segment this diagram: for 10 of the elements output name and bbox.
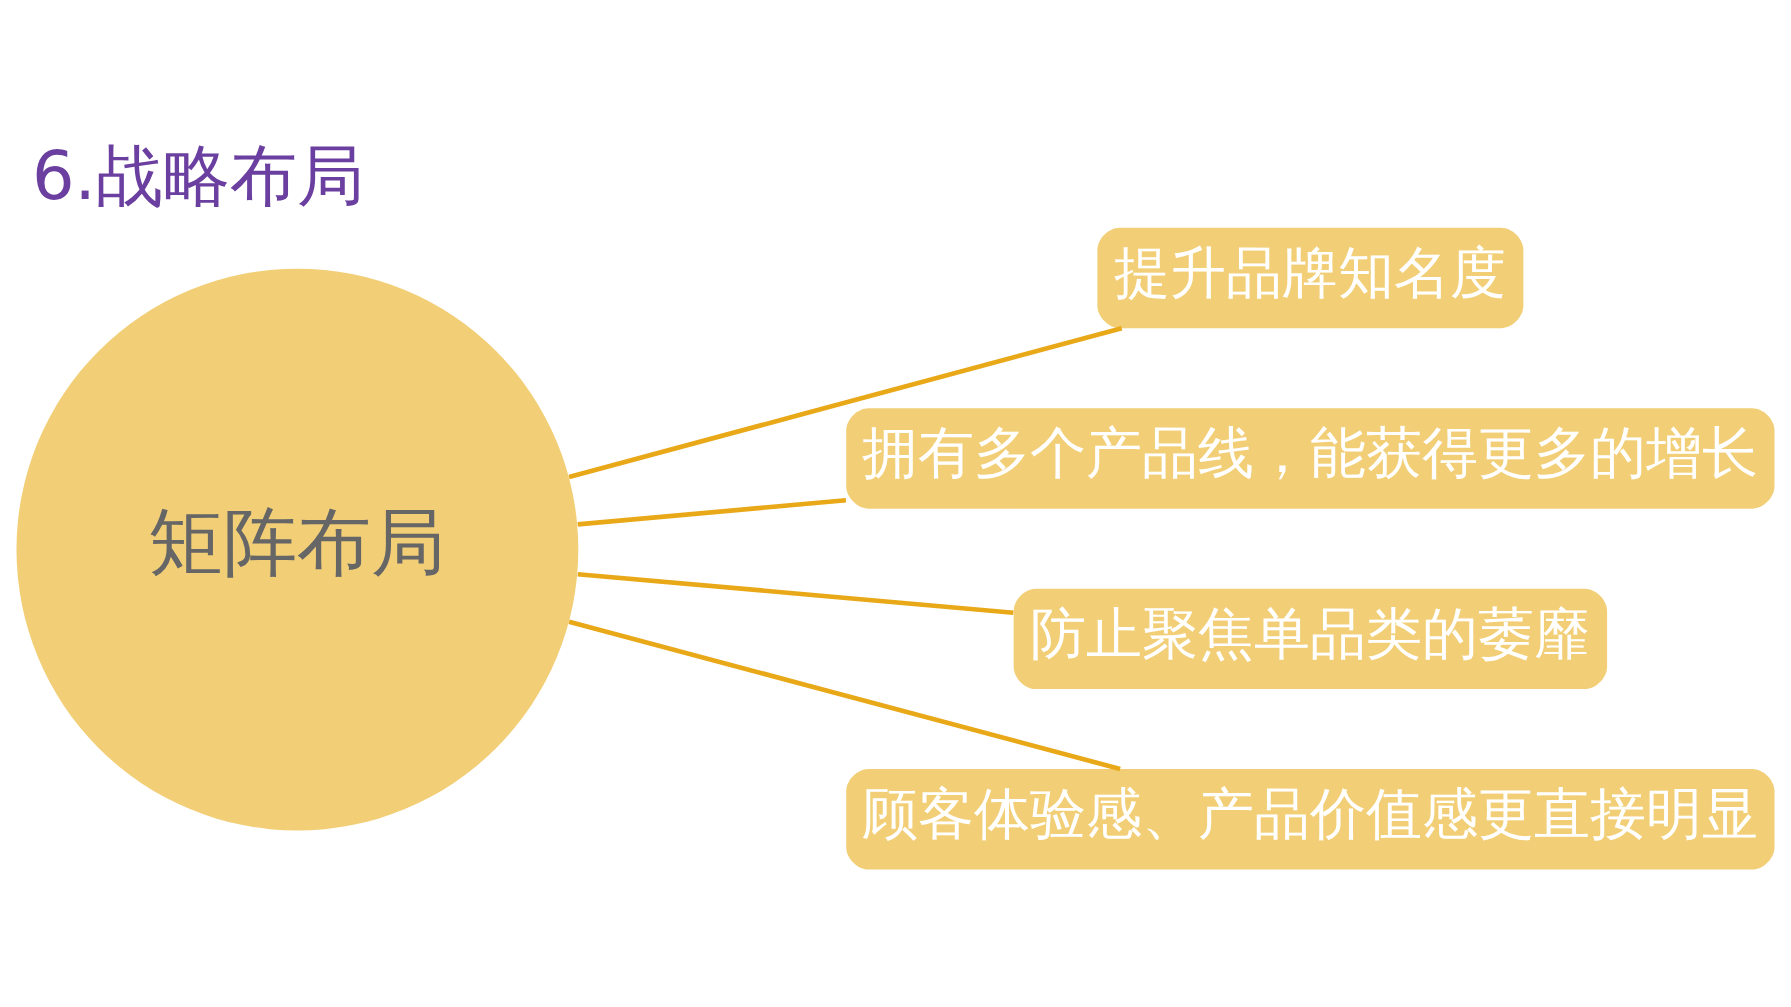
node-box: 提升品牌知名度 <box>1097 227 1524 328</box>
node-box: 顾客体验感、产品价值感更直接明显 <box>846 768 1775 870</box>
node-box: 防止聚焦单品类的萎靡 <box>1013 588 1608 689</box>
connector <box>577 497 847 527</box>
connector <box>577 571 1014 615</box>
diagram-title: 6.战略布局 <box>31 136 364 215</box>
connector <box>568 325 1123 479</box>
node-circle: 矩阵布局 <box>16 268 579 830</box>
node-box: 拥有多个产品线，能获得更多的增长 <box>846 407 1775 509</box>
connector <box>568 618 1121 771</box>
